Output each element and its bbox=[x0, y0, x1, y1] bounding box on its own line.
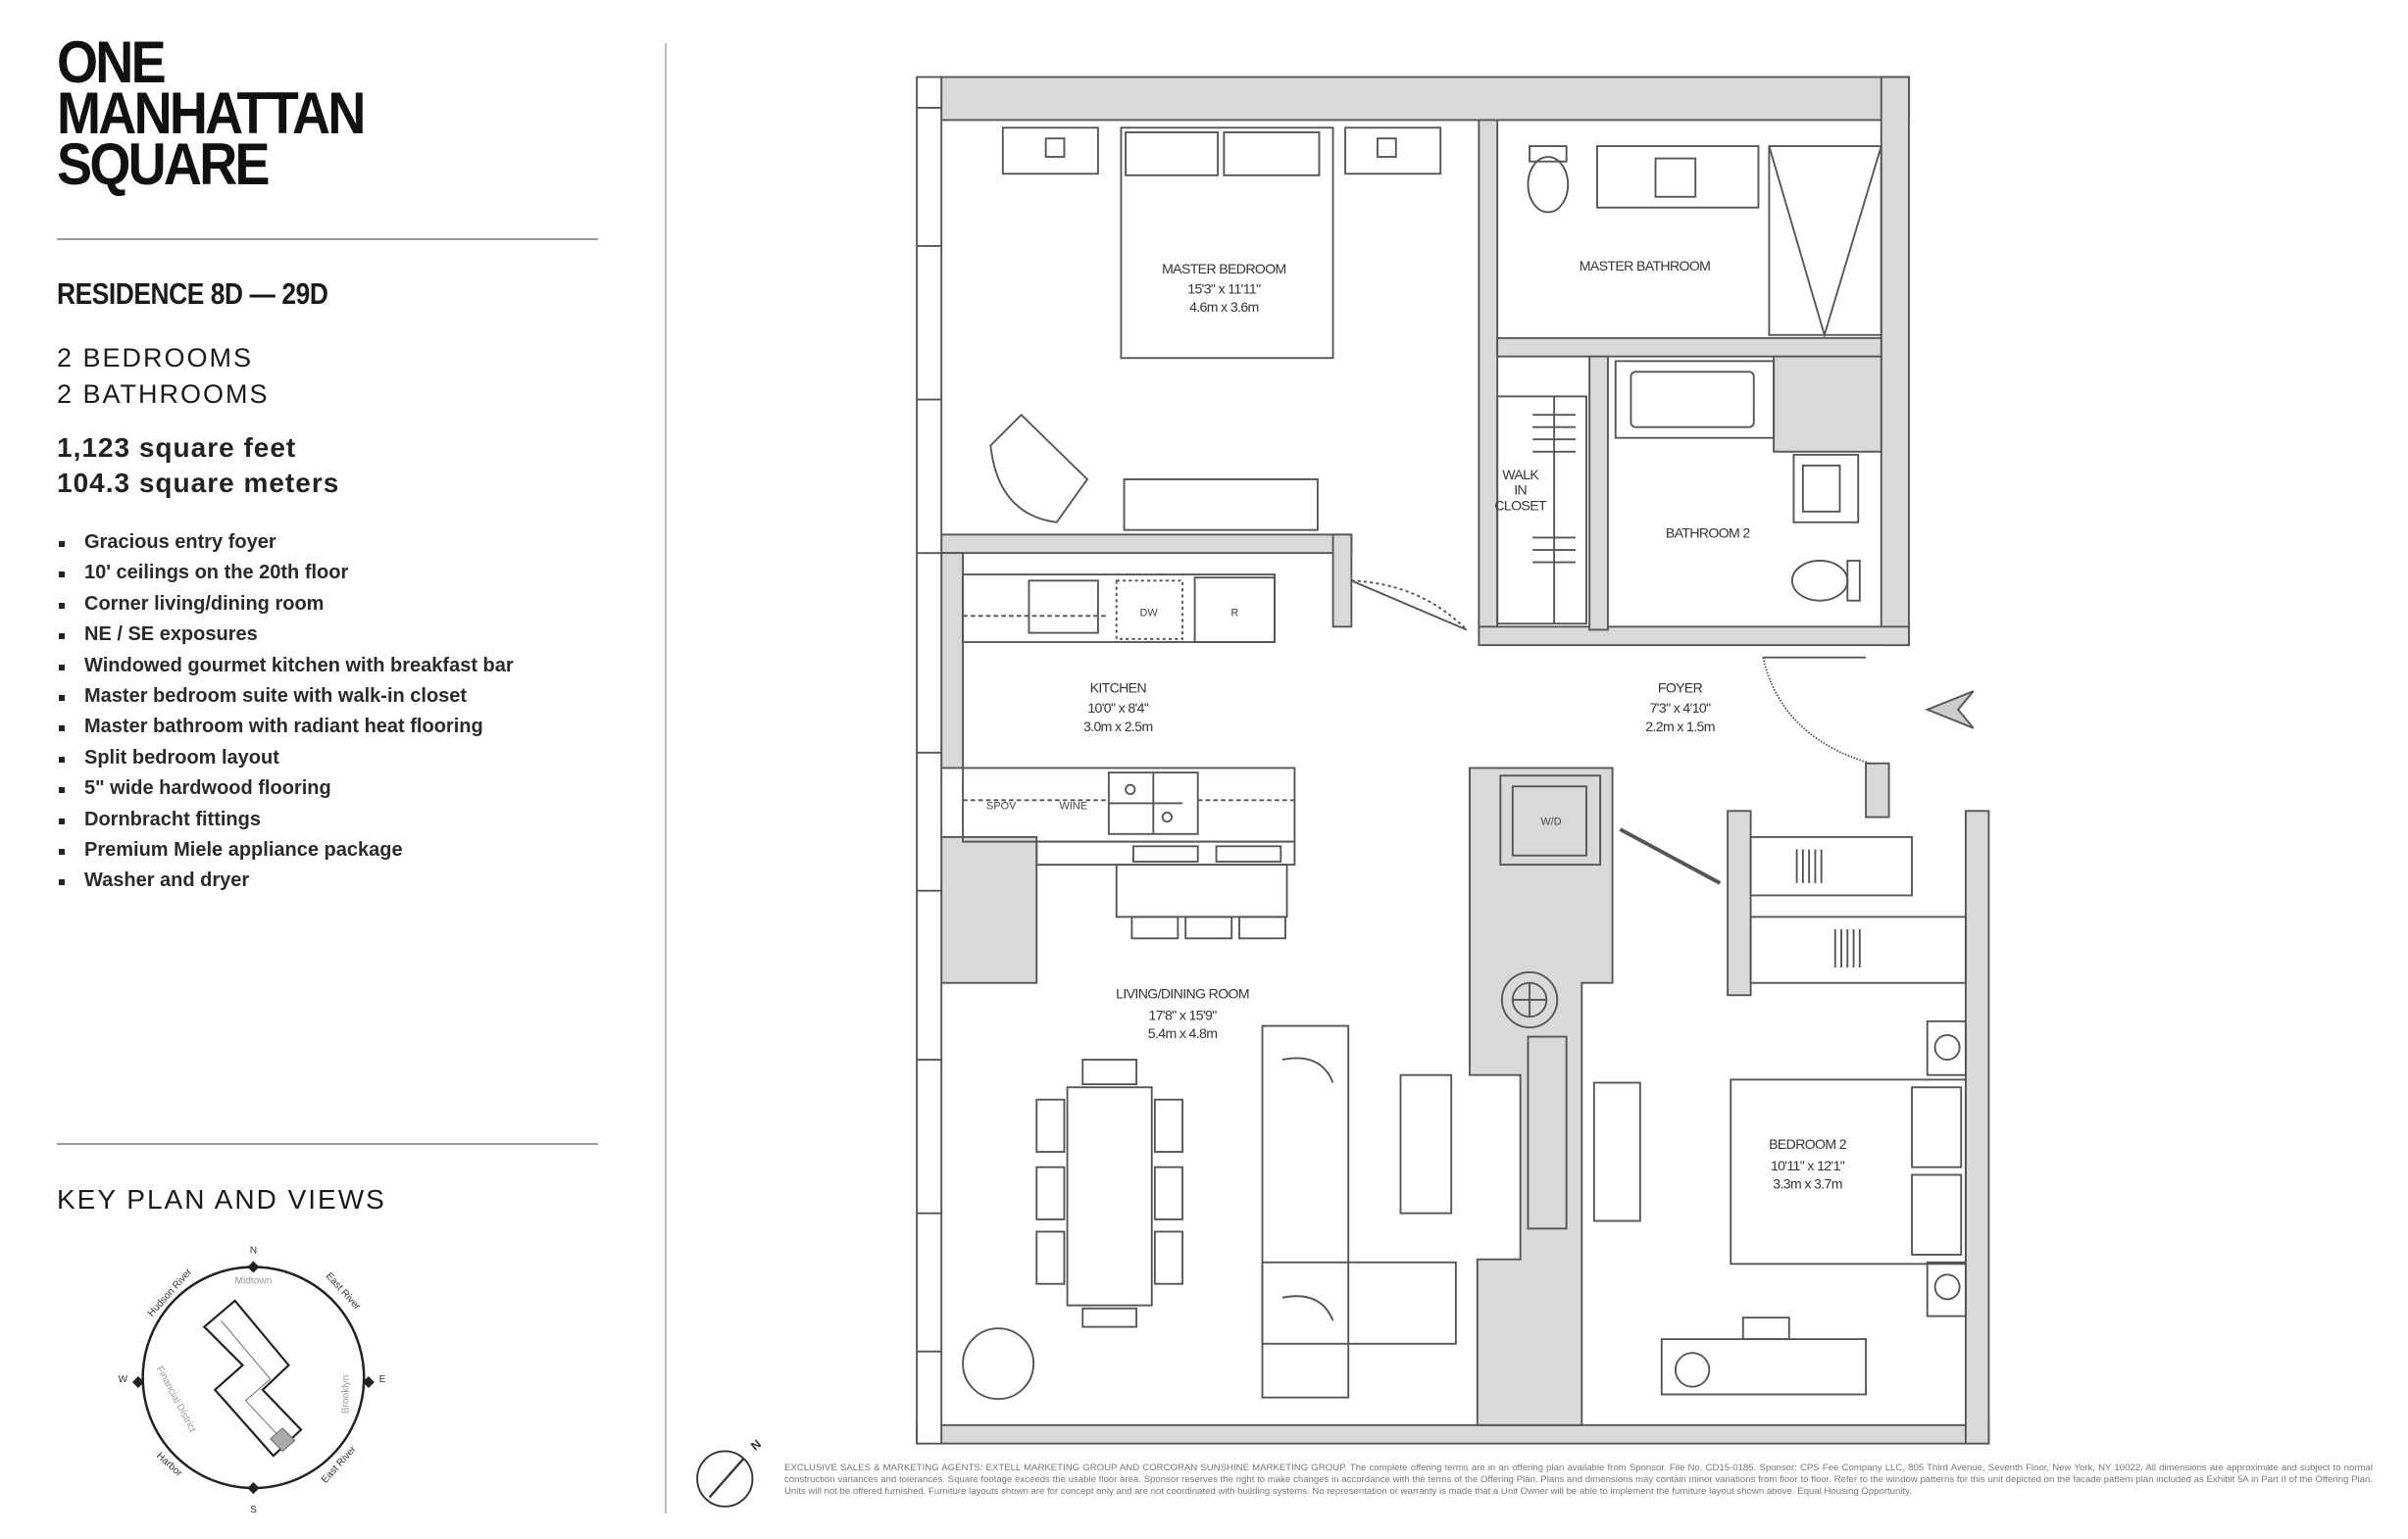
key-plan bbox=[131, 1261, 375, 1495]
feature-item: Premium Miele appliance package bbox=[57, 835, 514, 866]
room-bathroom-2: BATHROOM 2 bbox=[1666, 524, 1751, 540]
room-bedroom-2: BEDROOM 2 bbox=[1769, 1136, 1847, 1152]
feature-item: Split bedroom layout bbox=[57, 743, 514, 773]
room-walk-in-closet: CLOSET bbox=[1494, 497, 1547, 513]
fixture-refrigerator: R bbox=[1230, 607, 1238, 619]
logo-line: ONE bbox=[57, 29, 167, 95]
living-dining-furniture bbox=[962, 970, 1568, 1401]
room-dimensions: 3.3m x 3.7m bbox=[1773, 1176, 1842, 1192]
room-dimensions: 4.6m x 3.6m bbox=[1189, 299, 1259, 315]
compass-ticks bbox=[131, 1261, 375, 1495]
compass-n: N bbox=[250, 1245, 257, 1256]
room-walk-in-closet: IN bbox=[1514, 482, 1527, 498]
room-dimensions: 7'3" x 4'10" bbox=[1650, 700, 1711, 716]
room-dimensions: 10'0" x 8'4" bbox=[1087, 700, 1148, 716]
feature-item: 5" wide hardwood flooring bbox=[57, 773, 514, 804]
bathroom-count: 2 BATHROOMS bbox=[57, 379, 270, 409]
room-foyer: FOYER bbox=[1658, 680, 1703, 696]
feature-item: Corner living/dining room bbox=[57, 589, 514, 620]
fixture-speed-oven: SPOV bbox=[986, 801, 1017, 813]
feature-item: Dornbracht fittings bbox=[57, 805, 514, 835]
feature-item: 10' ceilings on the 20th floor bbox=[57, 558, 514, 588]
compass-w: W bbox=[119, 1374, 128, 1385]
room-kitchen: KITCHEN bbox=[1090, 680, 1147, 696]
bedroom-2-furniture bbox=[1592, 835, 1967, 1396]
room-dimensions: 10'11" x 12'1" bbox=[1771, 1158, 1845, 1173]
master-bedroom-furniture bbox=[989, 126, 1442, 531]
logo-line: SQUARE bbox=[57, 131, 271, 197]
divider bbox=[57, 238, 598, 240]
compass-e: E bbox=[379, 1374, 386, 1385]
logo-line: MANHATTAN bbox=[57, 80, 366, 146]
kitchen-fixtures bbox=[962, 573, 1468, 940]
square-meters: 104.3 square meters bbox=[57, 468, 340, 498]
fixture-wine: WINE bbox=[1060, 801, 1088, 813]
view-hudson-river: Hudson River bbox=[146, 1266, 195, 1319]
room-dimensions: 3.0m x 2.5m bbox=[1083, 719, 1153, 734]
feature-item: Master bedroom suite with walk-in closet bbox=[57, 681, 514, 712]
room-dimensions: 5.4m x 4.8m bbox=[1148, 1025, 1218, 1041]
feature-item: Washer and dryer bbox=[57, 866, 514, 896]
view-midtown: Midtown bbox=[234, 1276, 272, 1287]
bathroom-2-fixtures bbox=[1614, 360, 1861, 602]
feature-list: Gracious entry foyer 10' ceilings on the… bbox=[57, 527, 514, 897]
room-dimensions: 2.2m x 1.5m bbox=[1645, 719, 1715, 734]
view-harbor: Harbor bbox=[154, 1451, 184, 1479]
building-corridor bbox=[221, 1319, 286, 1445]
north-arrow-icon bbox=[696, 1450, 754, 1508]
building-outline bbox=[202, 1299, 303, 1458]
residence-title: RESIDENCE 8D — 29D bbox=[57, 276, 328, 311]
square-feet: 1,123 square feet bbox=[57, 432, 297, 463]
key-plan-title: KEY PLAN AND VIEWS bbox=[57, 1184, 386, 1215]
master-bathroom-fixtures bbox=[1527, 145, 1882, 339]
entry-arrow-icon bbox=[1925, 690, 1975, 729]
room-dimensions: 17'8" x 15'9" bbox=[1149, 1007, 1218, 1022]
brand-logo: ONE MANHATTAN SQUARE bbox=[57, 29, 366, 197]
legal-disclaimer: EXCLUSIVE SALES & MARKETING AGENTS: EXTE… bbox=[784, 1463, 2373, 1497]
room-master-bedroom: MASTER BEDROOM bbox=[1162, 261, 1286, 276]
view-east-river-bottom: East River bbox=[320, 1444, 359, 1486]
view-financial-district: Financial District bbox=[154, 1365, 198, 1434]
fixture-washer-dryer: W/D bbox=[1540, 816, 1561, 827]
room-living-dining: LIVING/DINING ROOM bbox=[1116, 985, 1249, 1001]
room-master-bathroom: MASTER BATHROOM bbox=[1580, 258, 1710, 273]
bedroom-count: 2 BEDROOMS bbox=[57, 343, 254, 372]
vertical-divider bbox=[665, 43, 667, 1514]
compass-s: S bbox=[250, 1505, 257, 1515]
walk-in-closet-fixtures bbox=[1496, 395, 1587, 625]
feature-item: Windowed gourmet kitchen with breakfast … bbox=[57, 651, 514, 681]
foyer-fixtures bbox=[1499, 656, 1975, 885]
feature-item: NE / SE exposures bbox=[57, 620, 514, 650]
fixture-dishwasher: DW bbox=[1139, 607, 1158, 619]
room-walk-in-closet: WALK bbox=[1502, 467, 1539, 482]
feature-item: Gracious entry foyer bbox=[57, 527, 514, 558]
window-wall bbox=[916, 75, 943, 1445]
room-dimensions: 15'3" x 11'11" bbox=[1187, 280, 1261, 296]
north-label: N bbox=[748, 1437, 764, 1454]
divider bbox=[57, 1143, 598, 1145]
walls bbox=[916, 75, 1990, 1445]
unit-highlight bbox=[269, 1427, 296, 1453]
view-brooklyn: Brooklyn bbox=[341, 1375, 352, 1415]
view-east-river-top: East River bbox=[324, 1270, 363, 1313]
feature-item: Master bathroom with radiant heat floori… bbox=[57, 712, 514, 742]
